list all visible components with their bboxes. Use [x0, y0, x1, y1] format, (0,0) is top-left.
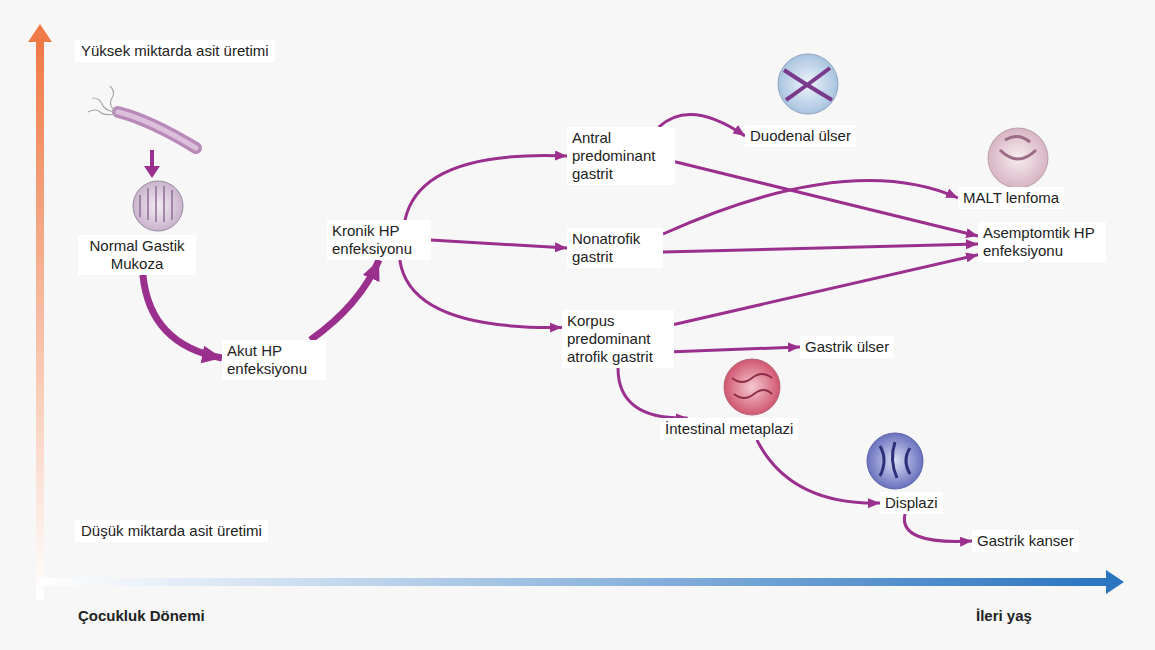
progression-arrow — [675, 162, 978, 236]
stage-box: Displazi — [880, 492, 943, 514]
acid-level-label: Yüksek miktarda asit üretimi — [75, 40, 275, 62]
stage-text: Duodenal ülser — [750, 127, 851, 145]
progression-arrow — [310, 260, 379, 340]
stage-text: İntestinal metaplazi — [665, 420, 793, 438]
malt-micrograph — [988, 128, 1048, 188]
axis-label: İleri yaş — [976, 607, 1032, 625]
stage-text: Akut HP enfeksiyonu — [227, 342, 321, 378]
progression-arrow — [431, 240, 567, 248]
stage-text: Gastrik kanser — [977, 532, 1074, 550]
acid-axis — [28, 24, 52, 600]
stage-text: Antral predominant gastrit — [572, 129, 670, 183]
dysplasia-micrograph — [867, 433, 923, 489]
age-axis — [40, 570, 1124, 594]
stage-box: Antral predominant gastrit — [567, 127, 675, 185]
progression-arrow — [674, 255, 978, 325]
progression-arrow — [143, 275, 222, 358]
progression-arrow — [663, 181, 958, 234]
progression-arrow — [405, 156, 567, 220]
stage-text: Normal Gastik Mukoza — [83, 237, 191, 273]
stage-box: Duodenal ülser — [745, 125, 856, 147]
axis-label: Çocukluk Dönemi — [78, 607, 205, 625]
stage-box: Normal Gastik Mukoza — [78, 235, 196, 275]
stage-box: MALT lenfoma — [958, 187, 1064, 209]
progression-arrow — [757, 440, 880, 503]
metaplasia-micrograph — [724, 359, 780, 415]
stage-box: Kronik HP enfeksiyonu — [327, 220, 431, 260]
progression-arrow — [400, 260, 562, 327]
mucosa-micrograph — [133, 181, 183, 231]
stage-text: Gastrik ülser — [805, 338, 889, 356]
stage-text: Asemptomtik HP enfeksiyonu — [983, 224, 1101, 260]
progression-arrow — [904, 514, 972, 541]
progression-arrow — [663, 244, 978, 252]
stage-box: Korpus predominant atrofik gastrit — [562, 310, 674, 368]
stage-box: Nonatrofik gastrit — [567, 228, 663, 268]
stage-box: İntestinal metaplazi — [660, 418, 798, 440]
stage-box: Gastrik ülser — [800, 336, 894, 358]
stage-box: Asemptomtik HP enfeksiyonu — [978, 222, 1106, 262]
bacterium-illustration — [88, 86, 196, 178]
stage-text: Displazi — [885, 494, 938, 512]
stage-box: Gastrik kanser — [972, 530, 1079, 552]
stage-text: MALT lenfoma — [963, 189, 1059, 207]
stage-text: Kronik HP enfeksiyonu — [332, 222, 426, 258]
progression-arrow — [618, 368, 688, 418]
stage-text: Korpus predominant atrofik gastrit — [567, 312, 669, 366]
stage-box: Akut HP enfeksiyonu — [222, 340, 326, 380]
duodenal-micrograph — [778, 54, 838, 114]
acid-level-label: Düşük miktarda asit üretimi — [75, 520, 268, 542]
progression-arrow — [674, 347, 800, 352]
stage-text: Nonatrofik gastrit — [572, 230, 658, 266]
